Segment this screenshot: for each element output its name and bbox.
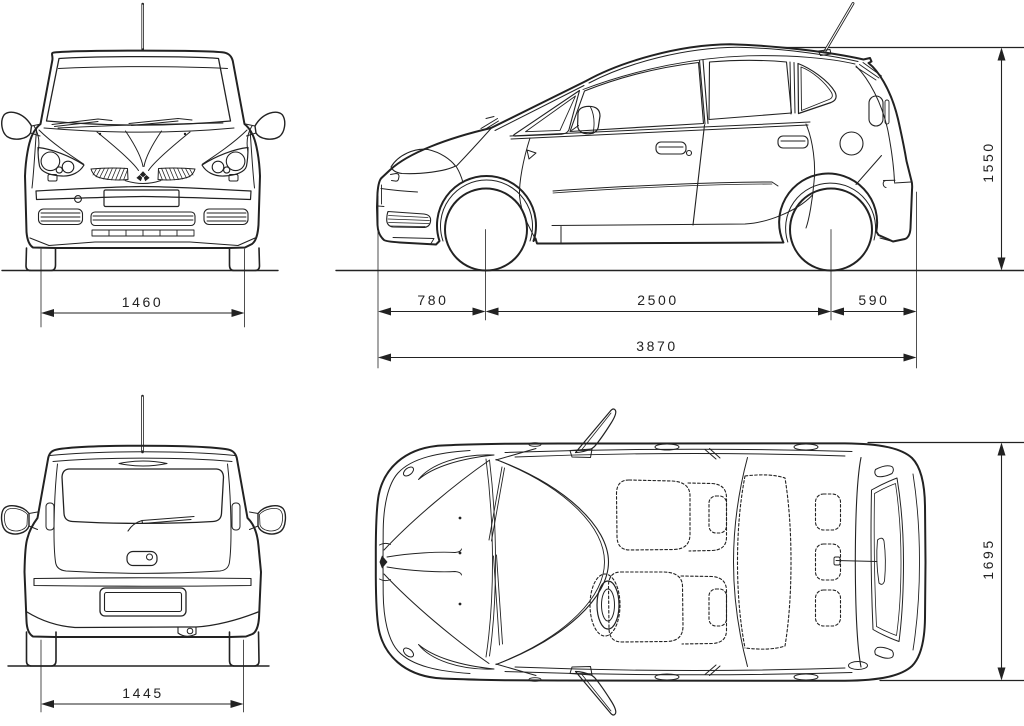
svg-text:1550: 1550 [980, 141, 996, 183]
svg-text:1460: 1460 [122, 294, 164, 310]
svg-text:1445: 1445 [122, 685, 164, 701]
svg-text:2500: 2500 [637, 292, 679, 308]
svg-text:3870: 3870 [636, 338, 678, 354]
svg-text:1695: 1695 [980, 538, 996, 580]
svg-text:780: 780 [417, 292, 448, 308]
svg-text:590: 590 [858, 292, 889, 308]
